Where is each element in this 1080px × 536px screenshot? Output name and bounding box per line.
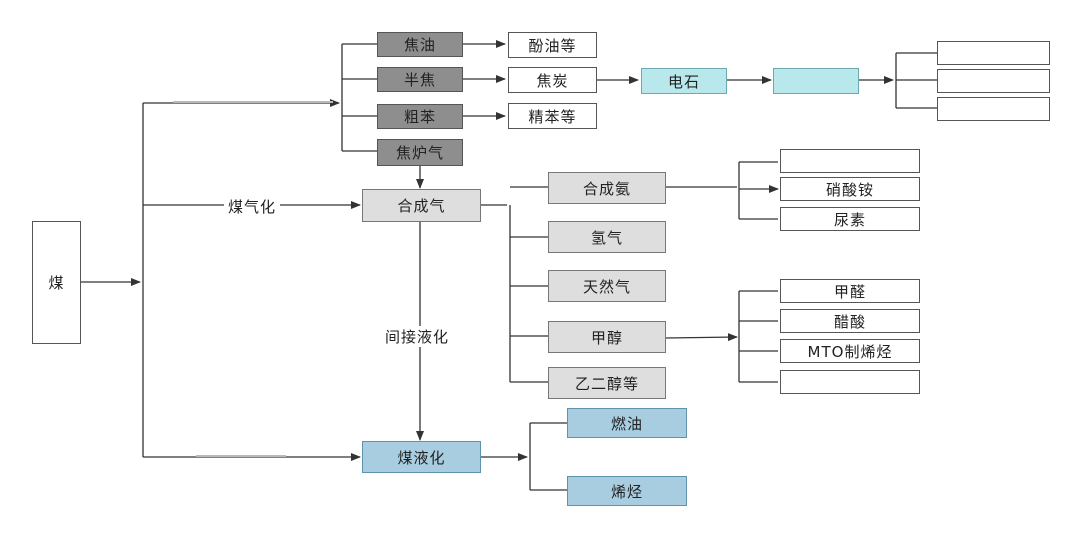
- node-synthetic-ammonia-label: 合成氨: [582, 179, 631, 198]
- node-olefins-label: 烯烃: [610, 482, 643, 501]
- node-coal-liquefaction: 煤液化: [362, 441, 481, 473]
- node-calcium-carbide: 电石: [641, 68, 727, 94]
- label-indirect-liquefaction: 间接液化: [381, 326, 454, 347]
- node-methanol-label: 甲醇: [590, 328, 623, 347]
- node-calcium-carbide-label: 电石: [667, 72, 700, 91]
- node-syngas: 合成气: [362, 189, 481, 222]
- node-ammonium-nitrate-label: 硝酸铵: [825, 180, 874, 199]
- edge-methanol-bus: [665, 333, 738, 342]
- node-ethylene-glycol-label: 乙二醇等: [574, 374, 639, 393]
- node-semi-coke: 半焦: [377, 67, 463, 92]
- node-tar: 焦油: [377, 32, 463, 57]
- node-hydrogen: 氢气: [548, 221, 666, 253]
- node-coke-oven-gas-label: 焦炉气: [395, 144, 444, 162]
- node-phenol-oil: 酚油等: [508, 32, 597, 58]
- redacted-label-direct: [196, 455, 286, 457]
- node-methanol-out-redacted: [780, 370, 920, 394]
- node-fuel-oil: 燃油: [567, 408, 687, 438]
- redacted-label-coking: [173, 101, 333, 103]
- node-ethylene-glycol: 乙二醇等: [548, 367, 666, 399]
- node-phenol-oil-label: 酚油等: [528, 36, 577, 55]
- node-tar-label: 焦油: [403, 36, 436, 54]
- node-hydrogen-label: 氢气: [590, 228, 623, 247]
- node-ammonium-nitrate: 硝酸铵: [780, 177, 920, 201]
- node-carbide-next-redacted: [773, 68, 859, 94]
- node-semi-coke-label: 半焦: [403, 71, 436, 89]
- node-fuel-oil-label: 燃油: [610, 414, 643, 433]
- node-methanol: 甲醇: [548, 321, 666, 353]
- node-refined-benzene-label: 精苯等: [528, 107, 577, 126]
- node-natural-gas-label: 天然气: [582, 277, 631, 296]
- node-acetic-acid-label: 醋酸: [833, 312, 866, 331]
- node-carbide-out-3-redacted: [937, 97, 1050, 121]
- node-crude-benzene: 粗苯: [377, 104, 463, 129]
- node-mto-olefins-label: MTO制烯烃: [807, 342, 893, 361]
- node-olefins: 烯烃: [567, 476, 687, 506]
- node-natural-gas: 天然气: [548, 270, 666, 302]
- node-coal-liquefaction-label: 煤液化: [397, 448, 446, 467]
- node-coal: 煤: [32, 221, 81, 344]
- node-crude-benzene-label: 粗苯: [403, 108, 436, 126]
- node-syngas-label: 合成气: [397, 197, 446, 215]
- node-coke-oven-gas: 焦炉气: [377, 139, 463, 166]
- node-urea-label: 尿素: [833, 210, 866, 229]
- node-coal-label: 煤: [48, 274, 65, 292]
- node-coke: 焦炭: [508, 67, 597, 93]
- node-coke-label: 焦炭: [536, 71, 569, 90]
- node-urea: 尿素: [780, 207, 920, 231]
- label-gasification: 煤气化: [224, 196, 281, 217]
- node-formaldehyde-label: 甲醛: [833, 282, 866, 301]
- node-refined-benzene: 精苯等: [508, 103, 597, 129]
- node-acetic-acid: 醋酸: [780, 309, 920, 333]
- node-formaldehyde: 甲醛: [780, 279, 920, 303]
- node-synthetic-ammonia: 合成氨: [548, 172, 666, 204]
- node-carbide-out-1-redacted: [937, 41, 1050, 65]
- node-ammonia-out-redacted: [780, 149, 920, 173]
- node-mto-olefins: MTO制烯烃: [780, 339, 920, 363]
- node-carbide-out-2-redacted: [937, 69, 1050, 93]
